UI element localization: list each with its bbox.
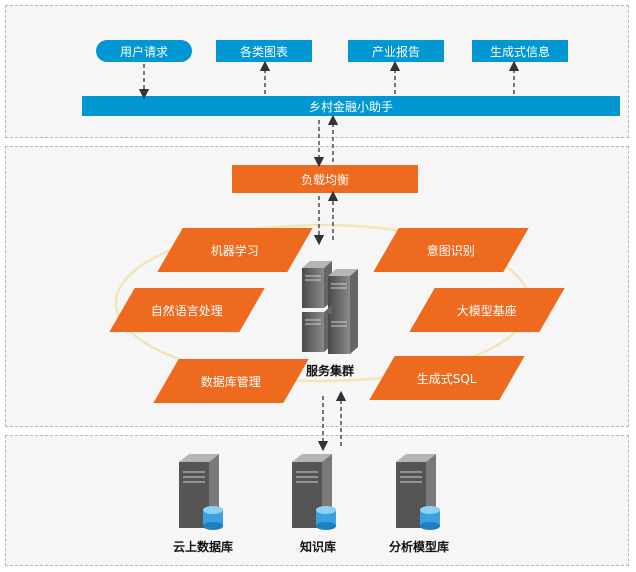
server-cluster-icon — [302, 261, 358, 354]
knowledge-base-label: 知识库 — [299, 540, 336, 554]
cloud-database-label: 云上数据库 — [172, 540, 233, 554]
generative-info-button[interactable]: 生成式信息 — [472, 40, 568, 62]
rural-finance-assistant-bar: 乡村金融小助手 — [82, 96, 620, 116]
charts-button[interactable]: 各类图表 — [216, 40, 312, 62]
load-balancer-box: 负载均衡 — [232, 165, 418, 193]
user-request-button[interactable]: 用户请求 — [96, 40, 192, 62]
analysis-model-label: 分析模型库 — [388, 540, 449, 554]
cluster-label: 服务集群 — [305, 364, 354, 378]
knowledge-base-server-icon — [292, 454, 336, 530]
industry-report-button[interactable]: 产业报告 — [348, 40, 444, 62]
analysis-model-server-icon — [396, 454, 440, 530]
database-server-icon — [179, 454, 223, 530]
